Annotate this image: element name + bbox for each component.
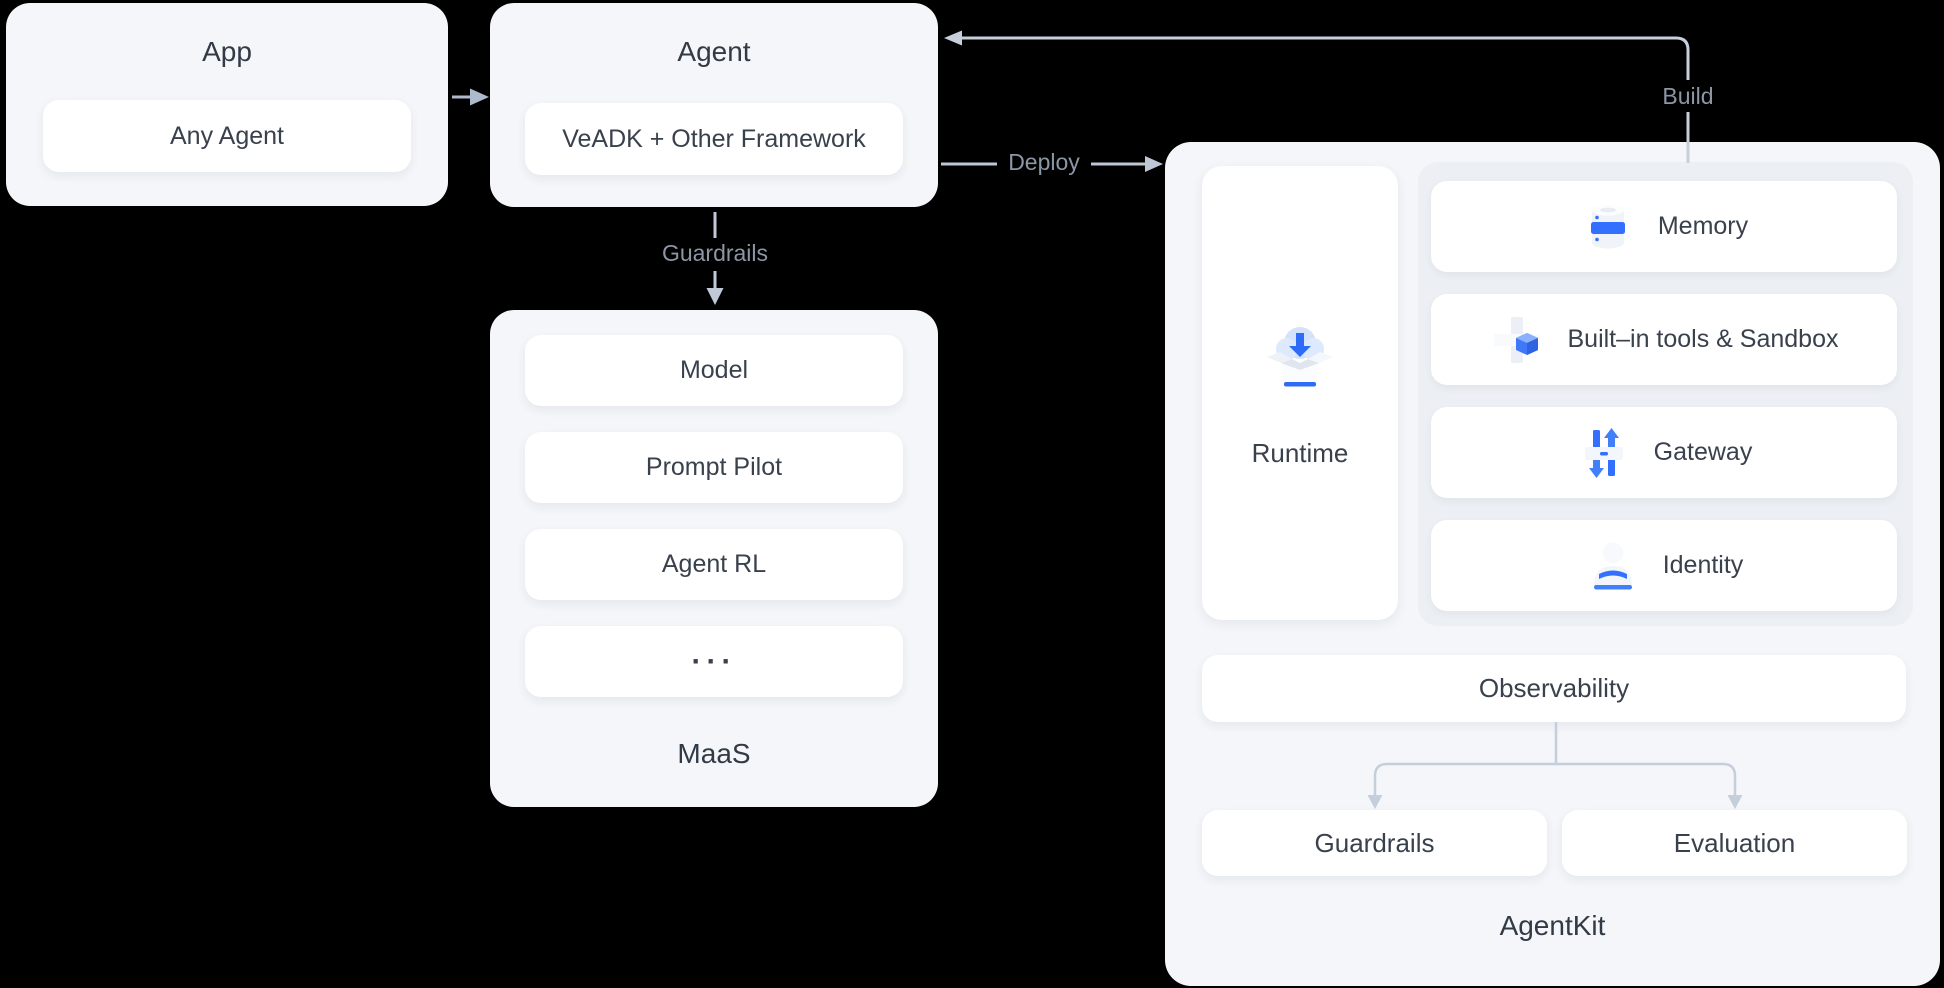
build-edge-label: Build (1662, 83, 1714, 109)
deploy-edge-label: Deploy (1008, 149, 1080, 175)
runtime-label: Runtime (1251, 438, 1349, 468)
ellipsis-card: ··· (525, 626, 903, 697)
gateway-icon (1576, 425, 1632, 481)
any-agent-card: Any Agent (43, 100, 411, 172)
identity-label: Identity (1662, 551, 1744, 579)
agentkit-title: AgentKit (1499, 910, 1606, 941)
build-subpanel: Memory Built–in tools & Sandbox (1418, 162, 1913, 626)
app-panel: App Any Agent (6, 3, 448, 206)
model-card: Model (525, 335, 903, 406)
app-title: App (202, 36, 252, 67)
build-arrowhead (944, 30, 962, 46)
guardrails-edge-label: Guardrails (661, 240, 769, 266)
identity-card: Identity (1431, 520, 1897, 611)
memory-card: Memory (1431, 181, 1897, 272)
agent-rl-card: Agent RL (525, 529, 903, 600)
memory-label: Memory (1657, 212, 1749, 240)
gateway-card: Gateway (1431, 407, 1897, 498)
agentkit-panel: Runtime Memory (1165, 142, 1940, 986)
runtime-card: Runtime (1202, 166, 1398, 620)
evaluation-card: Evaluation (1562, 810, 1907, 876)
builtin-tools-sandbox-icon (1489, 312, 1545, 368)
observability-card: Observability (1202, 655, 1906, 722)
guardrails-card: Guardrails (1202, 810, 1547, 876)
prompt-pilot-card: Prompt Pilot (525, 432, 903, 503)
gateway-label: Gateway (1653, 438, 1753, 466)
runtime-install-box-icon (1258, 317, 1342, 408)
memory-database-icon (1580, 199, 1636, 255)
identity-user-icon (1585, 538, 1641, 594)
builtin-tools-label: Built–in tools & Sandbox (1567, 325, 1839, 353)
app-to-agent-arrowhead (470, 88, 489, 106)
builtin-tools-card: Built–in tools & Sandbox (1431, 294, 1897, 385)
guardrails-arrowhead (706, 288, 724, 305)
maas-title: MaaS (677, 738, 751, 769)
deploy-arrowhead (1145, 156, 1163, 172)
agent-title: Agent (677, 36, 751, 67)
veadk-framework-card: VeADK + Other Framework (525, 103, 903, 175)
agent-panel: Agent VeADK + Other Framework (490, 3, 938, 207)
maas-panel: Model Prompt Pilot Agent RL ··· MaaS (490, 310, 938, 807)
